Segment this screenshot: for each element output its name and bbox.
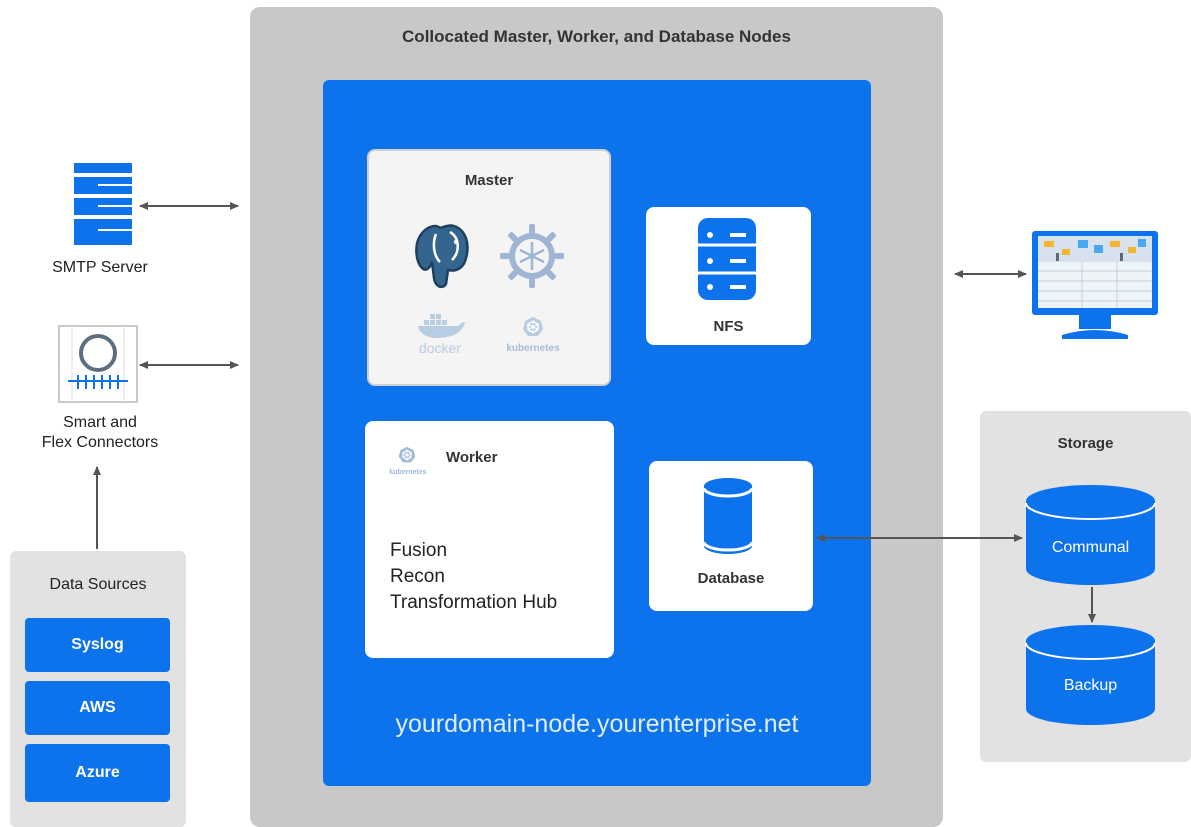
kubernetes-icon <box>523 317 543 336</box>
worker-kubernetes-label: kubernetes <box>389 469 427 476</box>
worker-kubernetes-icon <box>398 446 416 463</box>
monitor-icon <box>1032 231 1158 339</box>
smtp-server-icon <box>74 163 132 245</box>
nfs-server-icon <box>698 218 756 300</box>
storage-title: Storage <box>1057 435 1114 452</box>
connectors-label-line1: Smart and <box>63 414 137 431</box>
master-box <box>367 149 611 386</box>
docker-label: docker <box>418 340 462 356</box>
worker-component-fusion: Fusion <box>390 540 448 561</box>
data-sources-title: Data Sources <box>49 576 147 593</box>
connector-icon <box>58 325 138 403</box>
master-title: Master <box>464 172 514 189</box>
postgresql-icon <box>415 224 469 289</box>
helm-wheel-icon <box>500 224 564 288</box>
backup-label: Backup <box>1063 677 1118 694</box>
kubernetes-label: kubernetes <box>506 343 560 354</box>
communal-label: Communal <box>1051 539 1130 556</box>
data-source-aws: AWS <box>25 681 170 735</box>
docker-icon <box>418 314 465 338</box>
data-source-syslog: Syslog <box>25 618 170 672</box>
worker-component-transformation-hub: Transformation Hub <box>390 592 558 613</box>
node-domain: yourdomain-node.yourenterprise.net <box>395 710 799 738</box>
worker-title: Worker <box>446 449 498 466</box>
backup-cylinder-icon <box>1025 625 1156 725</box>
connectors-label-line2: Flex Connectors <box>41 434 159 451</box>
nfs-label: NFS <box>713 318 744 335</box>
cluster-title: Collocated Master, Worker, and Database … <box>402 27 791 46</box>
data-source-azure: Azure <box>25 744 170 802</box>
database-label: Database <box>697 570 765 587</box>
smtp-label: SMTP Server <box>52 259 148 276</box>
communal-cylinder-icon <box>1025 485 1156 585</box>
worker-component-recon: Recon <box>390 566 445 587</box>
database-icon <box>702 478 754 554</box>
